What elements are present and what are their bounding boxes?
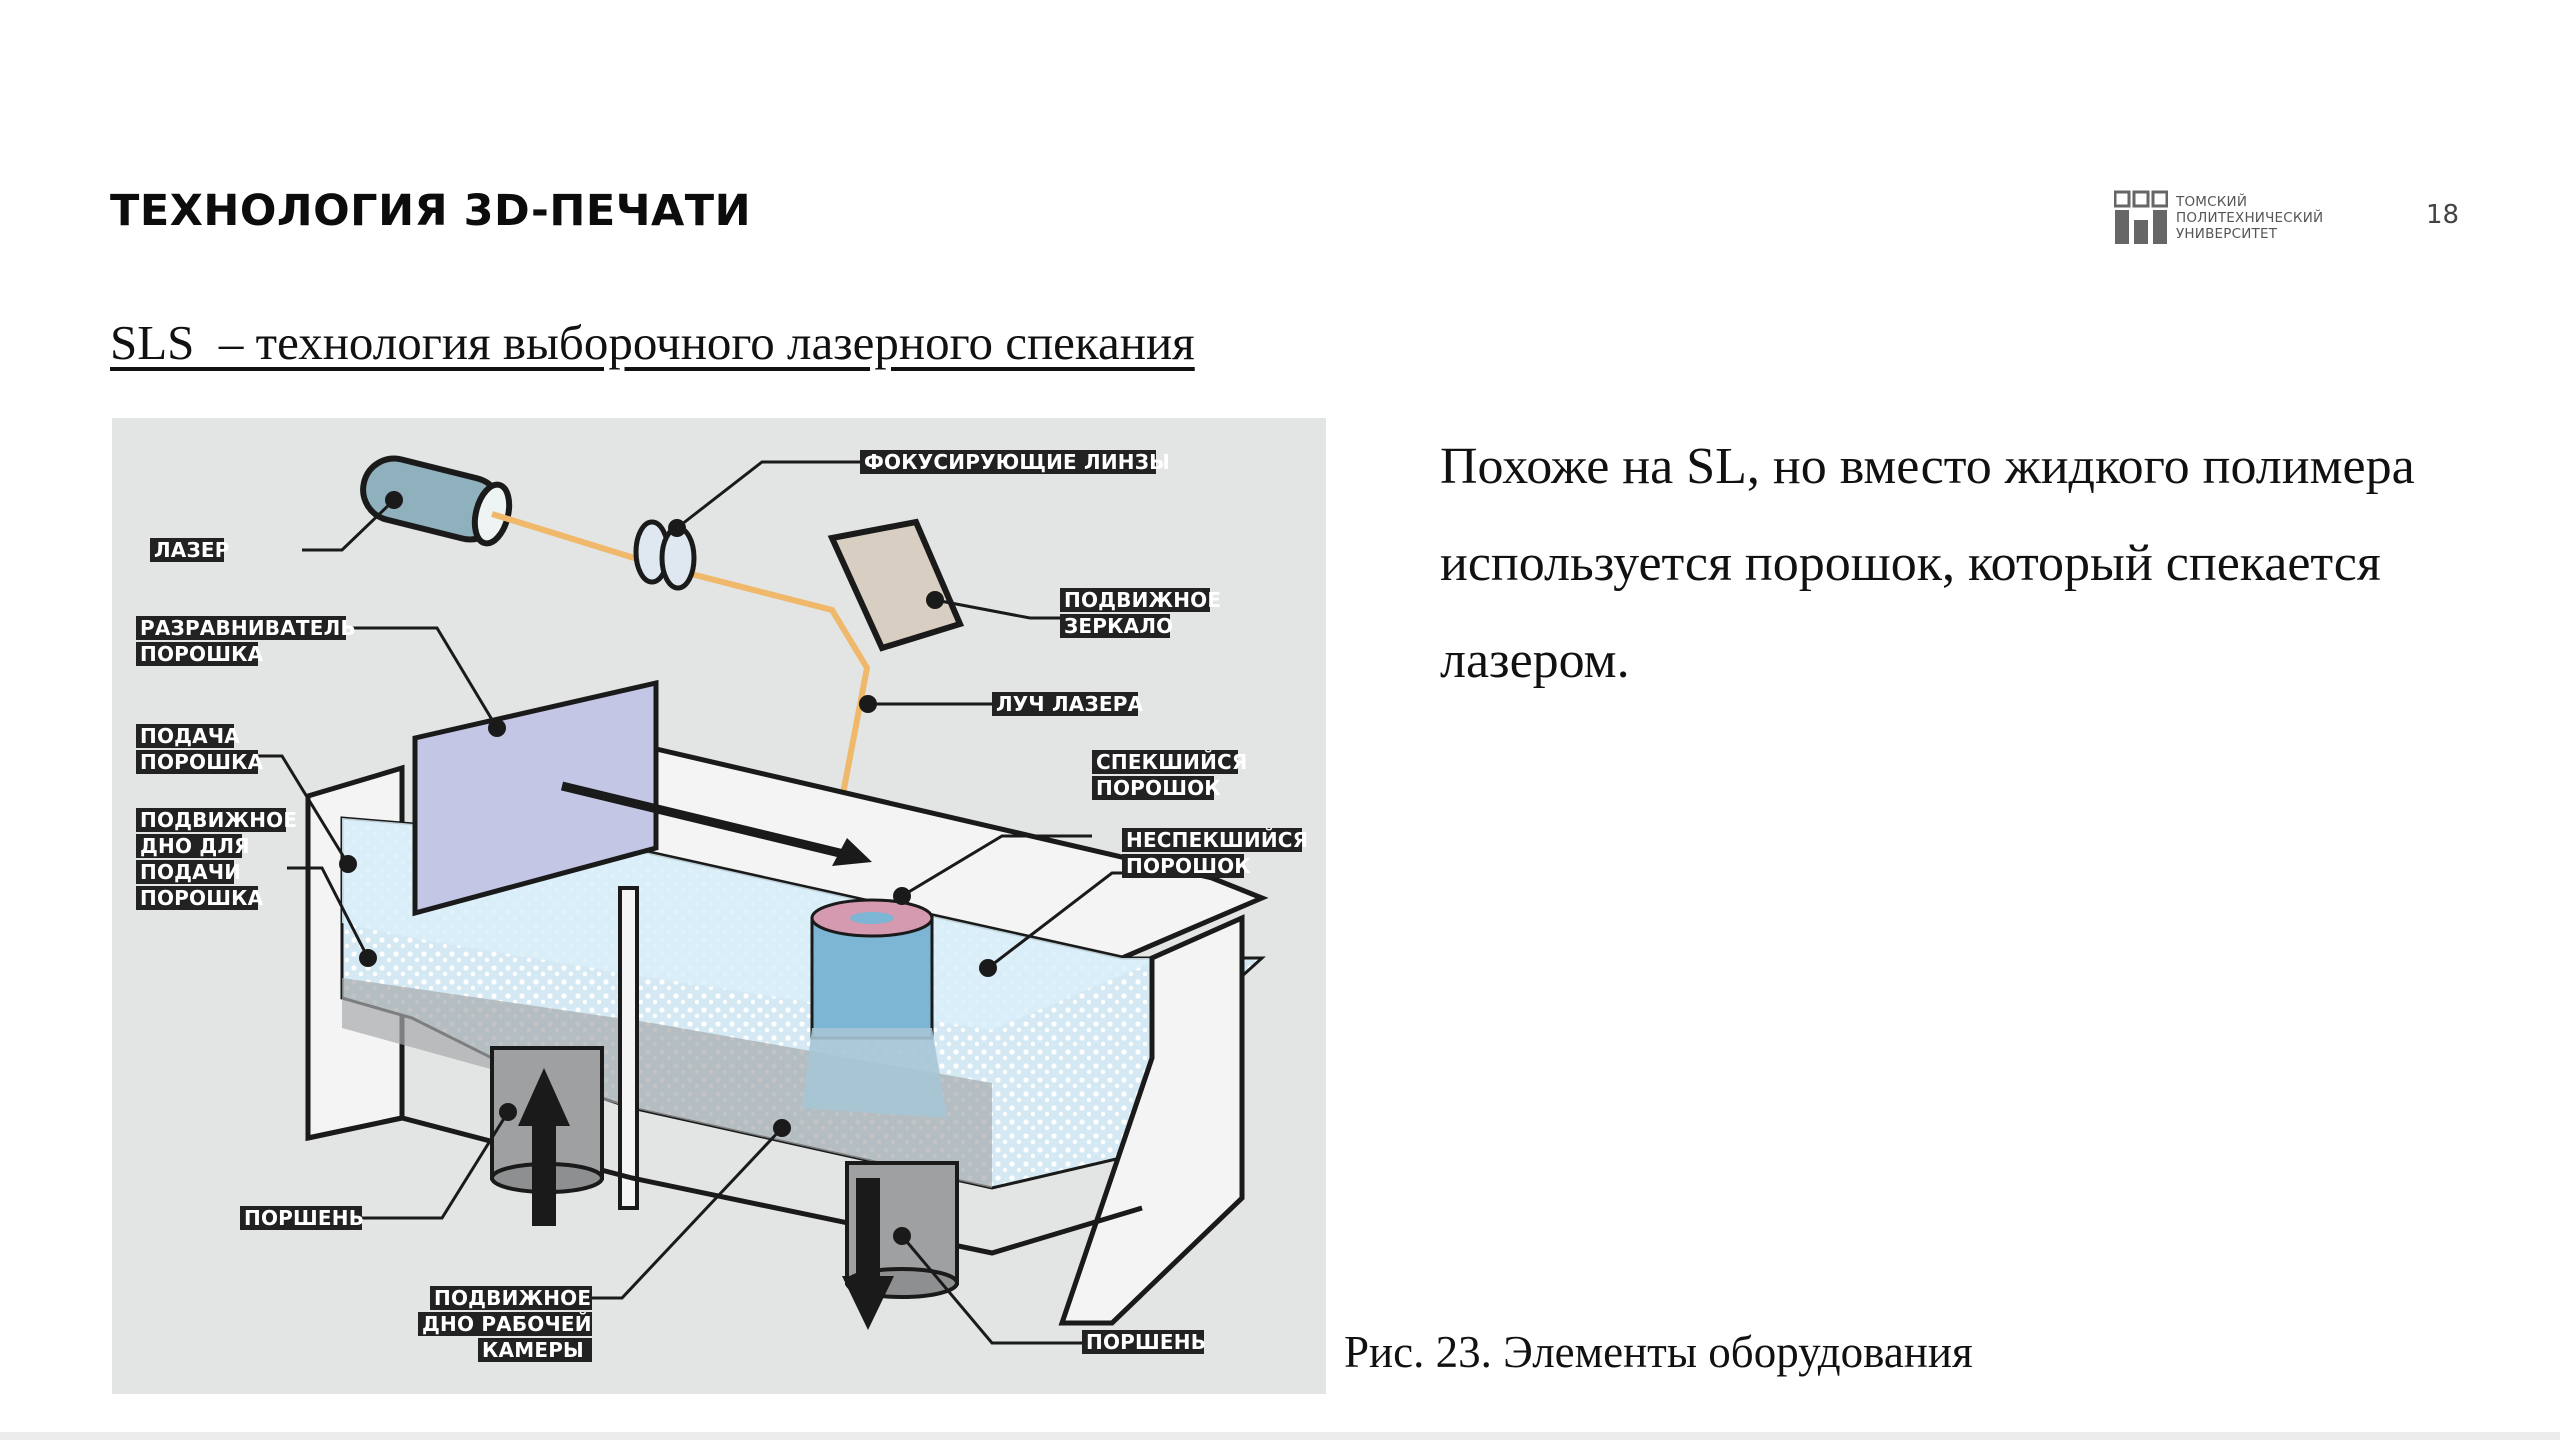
svg-text:ФОКУСИРУЮЩИЕ ЛИНЗЫ: ФОКУСИРУЮЩИЕ ЛИНЗЫ — [864, 450, 1170, 474]
label-laser-beam: ЛУЧ ЛАЗЕРА — [992, 692, 1144, 716]
svg-text:ПОДАЧИ: ПОДАЧИ — [140, 860, 241, 884]
sls-diagram-svg: ФОКУСИРУЮЩИЕ ЛИНЗЫ ЛАЗЕР РАЗРАВНИВАТЕЛЬ … — [136, 450, 1308, 1362]
svg-text:ПОРОШКА: ПОРОШКА — [140, 642, 264, 666]
label-chamber-movable-bottom: ПОДВИЖНОЕ ДНО РАБОЧЕЙ КАМЕРЫ — [418, 1286, 592, 1362]
svg-text:НЕСПЕКШИЙСЯ: НЕСПЕКШИЙСЯ — [1126, 828, 1308, 852]
svg-text:ПОРШЕНЬ: ПОРШЕНЬ — [244, 1206, 364, 1230]
svg-text:ПОРОШОК: ПОРОШОК — [1096, 776, 1221, 800]
label-powder-leveler: РАЗРАВНИВАТЕЛЬ ПОРОШКА — [136, 616, 356, 666]
svg-text:ПОРОШОК: ПОРОШОК — [1126, 854, 1251, 878]
powder-leveler-icon — [412, 679, 659, 917]
logo-text: ТОМСКИЙ ПОЛИТЕХНИЧЕСКИЙ УНИВЕРСИТЕТ — [2176, 194, 2323, 242]
focusing-lenses-icon — [633, 519, 697, 591]
svg-text:ДНО РАБОЧЕЙ: ДНО РАБОЧЕЙ — [422, 1312, 592, 1336]
label-movable-mirror: ПОДВИЖНОЕ ЗЕРКАЛО — [1060, 588, 1221, 638]
label-piston-right: ПОРШЕНЬ — [1082, 1330, 1206, 1354]
label-focusing-lenses: ФОКУСИРУЮЩИЕ ЛИНЗЫ — [860, 450, 1170, 474]
movable-mirror-icon — [827, 518, 965, 652]
description-text: Похоже на SL, но вместо жидкого полимера… — [1440, 438, 2415, 689]
label-piston-left: ПОРШЕНЬ — [240, 1206, 364, 1230]
svg-text:ЛУЧ ЛАЗЕРА: ЛУЧ ЛАЗЕРА — [996, 692, 1144, 716]
svg-text:СПЕКШИЙСЯ: СПЕКШИЙСЯ — [1096, 750, 1248, 774]
label-unsintered-powder: НЕСПЕКШИЙСЯ ПОРОШОК — [1122, 828, 1308, 878]
logo-line: УНИВЕРСИТЕТ — [2176, 226, 2278, 242]
leveler-direction-arrow — [560, 781, 872, 866]
university-logo: ТОМСКИЙ ПОЛИТЕХНИЧЕСКИЙ УНИВЕРСИТЕТ — [2114, 188, 2364, 248]
label-powder-feed: ПОДАЧА ПОРОШКА — [136, 724, 264, 774]
tpu-logo-icon — [2114, 190, 2168, 244]
svg-text:ДНО ДЛЯ: ДНО ДЛЯ — [140, 834, 250, 858]
slide-title: ТЕХНОЛОГИЯ 3D-ПЕЧАТИ — [110, 186, 752, 236]
svg-text:КАМЕРЫ: КАМЕРЫ — [482, 1338, 584, 1362]
svg-text:РАЗРАВНИВАТЕЛЬ: РАЗРАВНИВАТЕЛЬ — [140, 616, 356, 640]
bottom-divider — [0, 1432, 2560, 1440]
sintered-part-icon — [802, 898, 947, 1118]
slide-subtitle: SLS – технология выборочного лазерного с… — [110, 315, 1195, 370]
svg-text:ПОДАЧА: ПОДАЧА — [140, 724, 240, 748]
svg-text:ПОРШЕНЬ: ПОРШЕНЬ — [1086, 1330, 1206, 1354]
laser-icon — [360, 455, 513, 547]
build-chamber — [305, 745, 1269, 1330]
svg-text:ЛАЗЕР: ЛАЗЕР — [154, 538, 230, 562]
label-laser: ЛАЗЕР — [150, 538, 230, 562]
svg-text:ПОДВИЖНОЕ: ПОДВИЖНОЕ — [434, 1286, 591, 1310]
logo-line: ТОМСКИЙ — [2176, 194, 2248, 210]
page-number: 18 — [2426, 200, 2460, 230]
sls-equipment-diagram: ФОКУСИРУЮЩИЕ ЛИНЗЫ ЛАЗЕР РАЗРАВНИВАТЕЛЬ … — [112, 418, 1326, 1394]
svg-text:ПОРОШКА: ПОРОШКА — [140, 750, 264, 774]
figure-caption: Рис. 23. Элементы оборудования — [1344, 1327, 1973, 1377]
label-feed-movable-bottom: ПОДВИЖНОЕ ДНО ДЛЯ ПОДАЧИ ПОРОШКА — [136, 808, 297, 910]
label-sintered-powder: СПЕКШИЙСЯ ПОРОШОК — [1092, 750, 1248, 800]
leader-lines — [257, 460, 1122, 1345]
svg-text:ПОРОШКА: ПОРОШКА — [140, 886, 264, 910]
logo-line: ПОЛИТЕХНИЧЕСКИЙ — [2176, 210, 2324, 226]
svg-text:ПОДВИЖНОЕ: ПОДВИЖНОЕ — [140, 808, 297, 832]
leader-dots — [339, 491, 997, 1245]
svg-text:ЗЕРКАЛО: ЗЕРКАЛО — [1064, 614, 1173, 638]
svg-text:ПОДВИЖНОЕ: ПОДВИЖНОЕ — [1064, 588, 1221, 612]
